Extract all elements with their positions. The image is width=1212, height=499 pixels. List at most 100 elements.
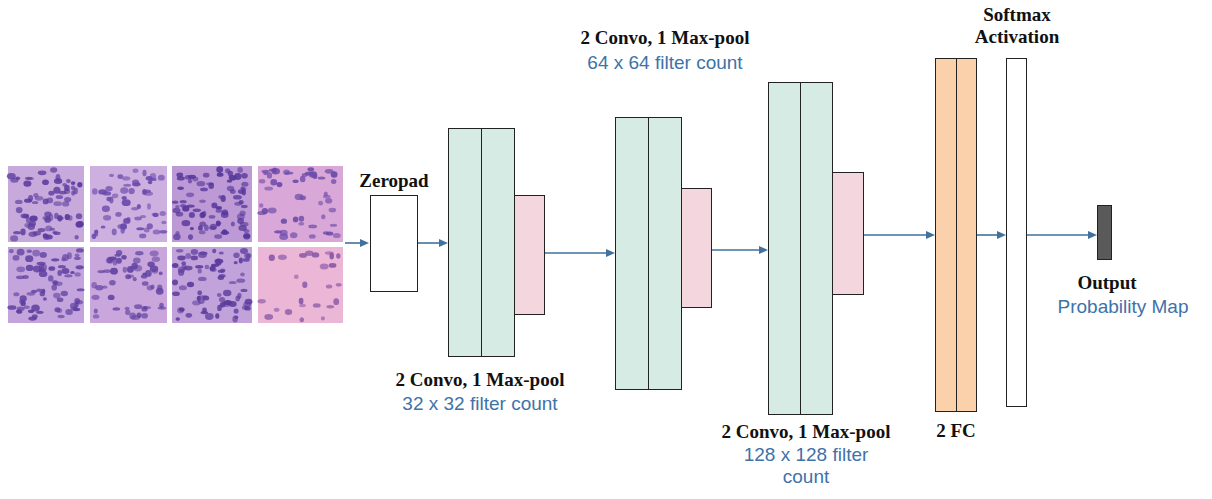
cell-nucleus: [113, 261, 117, 266]
cell-nucleus: [312, 252, 320, 257]
cell-nucleus: [232, 316, 237, 323]
cell-nucleus: [57, 270, 62, 276]
cell-nucleus: [123, 267, 127, 273]
cell-nucleus: [43, 297, 47, 301]
cell-nucleus: [294, 275, 299, 279]
conv-layer: [648, 117, 682, 390]
cell-nucleus: [159, 272, 163, 276]
cell-nucleus: [182, 206, 189, 212]
cell-nucleus: [20, 295, 27, 302]
flow-arrow: [1027, 231, 1097, 239]
cell-nucleus: [188, 234, 193, 240]
cell-nucleus: [110, 268, 118, 275]
cell-nucleus: [15, 200, 23, 204]
cell-nucleus: [257, 211, 266, 215]
cell-nucleus: [62, 254, 69, 261]
cell-nucleus: [65, 309, 73, 315]
cell-nucleus: [53, 201, 62, 206]
cell-nucleus: [241, 205, 248, 208]
cell-nucleus: [64, 197, 71, 202]
flow-arrow: [418, 239, 448, 247]
cell-nucleus: [45, 234, 53, 239]
cell-nucleus: [212, 249, 216, 253]
cell-nucleus: [136, 227, 144, 230]
cell-nucleus: [285, 171, 294, 174]
arrow-line: [712, 249, 760, 251]
cell-nucleus: [271, 168, 280, 174]
cell-nucleus: [300, 176, 306, 183]
softmax-layer: [1006, 58, 1027, 407]
filter-count: 128 x 128 filter count: [721, 444, 891, 488]
cell-nucleus: [198, 295, 207, 298]
conv-layer: [768, 82, 801, 415]
cell-nucleus: [330, 224, 337, 227]
cell-nucleus: [75, 235, 79, 240]
cell-nucleus: [17, 310, 23, 314]
cell-nucleus: [139, 234, 146, 239]
cell-nucleus: [21, 214, 30, 219]
tissue-tile: [172, 247, 252, 323]
cell-nucleus: [74, 302, 78, 308]
cell-nucleus: [102, 206, 110, 212]
cell-nucleus: [179, 285, 187, 290]
cell-nucleus: [76, 213, 82, 219]
tissue-tile: [90, 166, 167, 242]
cell-nucleus: [290, 232, 297, 238]
cell-nucleus: [9, 249, 14, 253]
arrowhead: [759, 246, 768, 254]
cell-nucleus: [333, 298, 339, 305]
cell-nucleus: [185, 175, 192, 180]
output-description: Probability Map: [1038, 296, 1208, 318]
cell-nucleus: [50, 228, 56, 231]
cell-nucleus: [242, 306, 249, 310]
cell-nucleus: [153, 229, 161, 234]
cell-nucleus: [122, 196, 127, 200]
cell-nucleus: [76, 221, 84, 227]
cell-nucleus: [321, 214, 325, 219]
cell-nucleus: [259, 203, 263, 207]
cell-nucleus: [193, 209, 201, 213]
cell-nucleus: [178, 267, 185, 273]
cell-nucleus: [240, 222, 249, 226]
cell-nucleus: [186, 313, 193, 318]
cell-nucleus: [264, 314, 273, 320]
cell-nucleus: [176, 173, 183, 178]
output-block: OutputProbability Map: [1097, 205, 1112, 260]
cell-nucleus: [133, 169, 139, 173]
cell-nucleus: [202, 211, 206, 217]
cell-nucleus: [262, 170, 270, 174]
cell-nucleus: [94, 309, 98, 314]
tissue-tile: [8, 166, 84, 242]
cell-nucleus: [20, 229, 25, 236]
cell-nucleus: [7, 305, 16, 310]
cell-nucleus: [216, 206, 222, 209]
cell-nucleus: [43, 216, 51, 220]
cell-nucleus: [26, 177, 34, 180]
cell-nucleus: [197, 290, 202, 295]
arrow-line: [977, 234, 998, 236]
cell-nucleus: [218, 276, 224, 280]
cell-nucleus: [227, 186, 234, 191]
maxpool-layer: [514, 195, 545, 315]
cell-nucleus: [243, 233, 250, 240]
cell-nucleus: [123, 184, 131, 187]
cell-nucleus: [305, 172, 314, 176]
cell-nucleus: [200, 188, 208, 192]
cell-nucleus: [216, 221, 221, 225]
cell-nucleus: [177, 256, 185, 261]
cell-nucleus: [293, 217, 298, 223]
cell-nucleus: [28, 317, 36, 321]
cell-nucleus: [27, 292, 36, 296]
cell-nucleus: [101, 226, 106, 229]
cell-nucleus: [141, 313, 148, 319]
cell-nucleus: [142, 189, 147, 195]
cell-nucleus: [237, 167, 243, 173]
cell-nucleus: [106, 186, 113, 191]
cell-nucleus: [192, 300, 201, 305]
cell-nucleus: [120, 187, 128, 194]
cell-nucleus: [109, 174, 114, 177]
cell-nucleus: [222, 229, 227, 234]
cell-nucleus: [76, 222, 84, 227]
cell-nucleus: [240, 211, 246, 217]
